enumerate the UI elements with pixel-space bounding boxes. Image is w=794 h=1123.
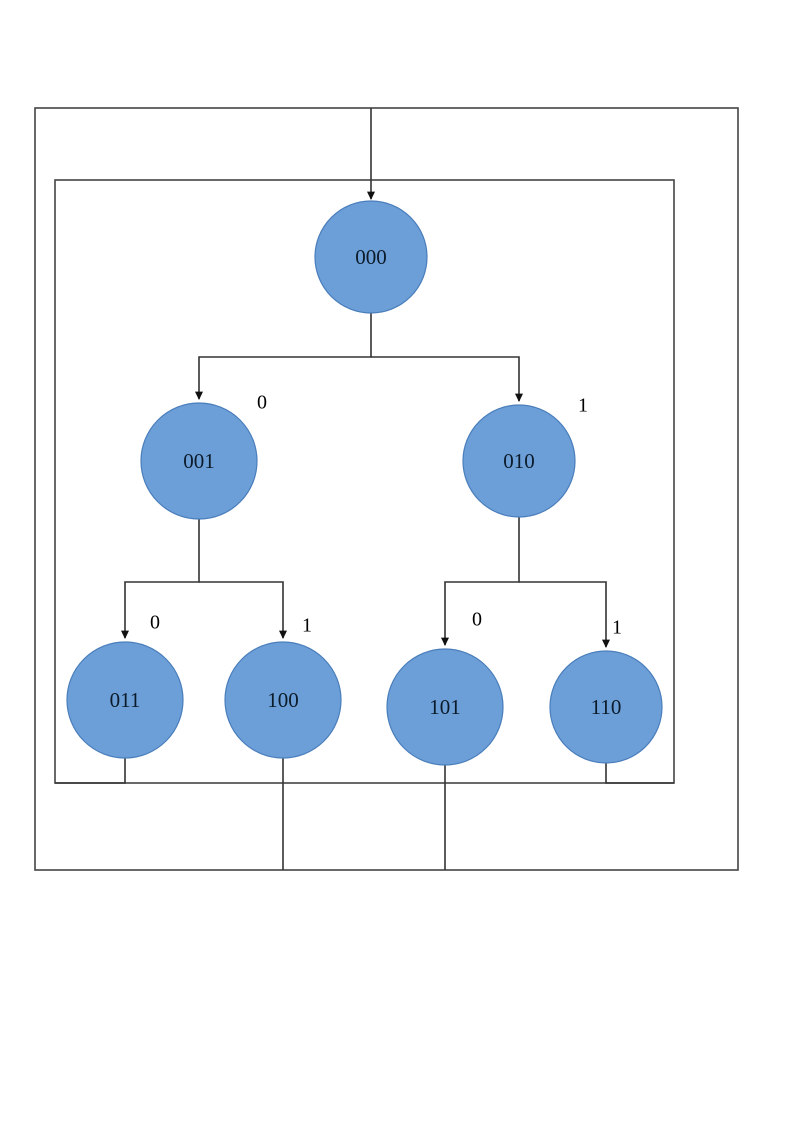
node-group: 000 001 010 011 100 101 [66, 200, 663, 766]
node-000-circle[interactable] [314, 200, 428, 314]
edge-000-to-001 [195, 313, 372, 400]
boundary-group [34, 107, 739, 871]
node-011-circle[interactable] [66, 641, 184, 759]
edge-label-010-110: 1 [612, 617, 622, 639]
edge-label-010-101: 0 [472, 609, 482, 631]
node-101-label: 101 [429, 695, 461, 719]
inner-boundary [54, 179, 675, 784]
edge-label-000-001: 0 [257, 392, 267, 414]
edge-label-group: 0 1 0 1 0 1 [150, 392, 622, 639]
edge-010-to-110 [519, 581, 610, 648]
node-001-circle[interactable] [140, 402, 258, 520]
node-000[interactable]: 000 [314, 200, 428, 314]
node-001-label: 001 [183, 449, 215, 473]
node-101[interactable]: 101 [386, 648, 504, 766]
node-110-label: 110 [591, 695, 622, 719]
node-011-label: 011 [110, 688, 141, 712]
edge-label-001-100: 1 [302, 615, 312, 637]
edge-001-to-011 [121, 519, 200, 639]
node-110[interactable]: 110 [549, 650, 663, 764]
node-100-circle[interactable] [224, 641, 342, 759]
node-010-circle[interactable] [462, 404, 576, 518]
edge-001-to-100 [199, 581, 287, 639]
node-000-label: 000 [355, 245, 387, 269]
edge-label-000-010: 1 [578, 395, 588, 417]
node-110-circle[interactable] [549, 650, 663, 764]
edge-110-feedback [605, 763, 674, 784]
node-001[interactable]: 001 [140, 402, 258, 520]
node-101-circle[interactable] [386, 648, 504, 766]
node-100[interactable]: 100 [224, 641, 342, 759]
edge-group [55, 108, 674, 870]
node-010[interactable]: 010 [462, 404, 576, 518]
edge-label-001-011: 0 [150, 612, 160, 634]
node-100-label: 100 [267, 688, 299, 712]
edge-010-to-101 [441, 517, 520, 646]
outer-boundary [34, 107, 739, 871]
edge-011-feedback [55, 758, 126, 784]
node-011[interactable]: 011 [66, 641, 184, 759]
node-010-label: 010 [503, 449, 535, 473]
edge-000-to-010 [371, 356, 523, 402]
